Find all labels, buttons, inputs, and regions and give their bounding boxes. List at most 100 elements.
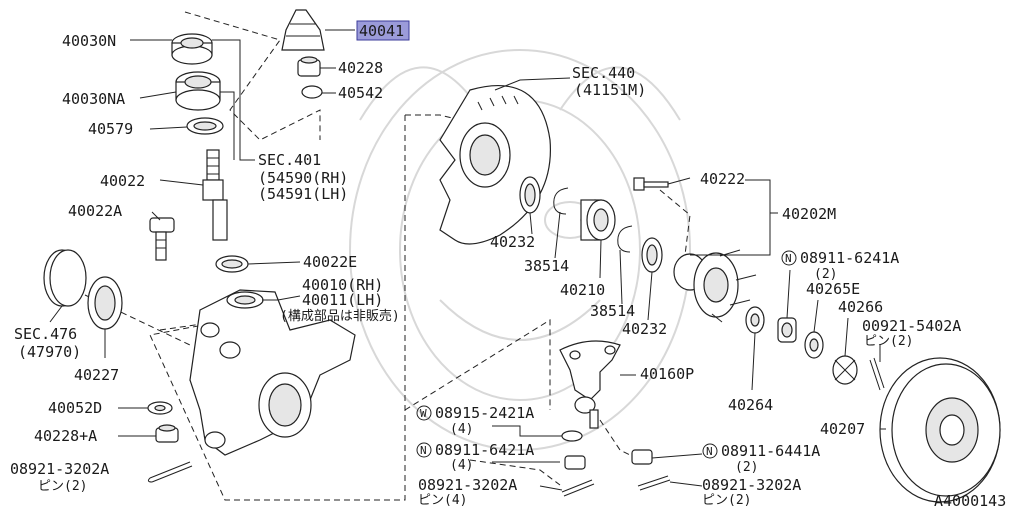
nut-40228 — [297, 56, 321, 77]
label-40030N: 40030N — [62, 32, 116, 50]
label-pin2-left: ピン(2) — [38, 479, 87, 494]
washer-40264 — [745, 306, 765, 334]
label-40579: 40579 — [88, 120, 133, 138]
pin-08921-left — [147, 461, 193, 483]
label-pin2-bottom-right: ピン(2) — [702, 493, 751, 508]
shaft-40022 — [202, 149, 228, 241]
rotor-40207 — [879, 357, 1001, 503]
label-40266: 40266 — [838, 298, 883, 316]
label-sec401-rh: (54590(RH) — [258, 169, 348, 187]
circle-n-6441A — [702, 443, 718, 459]
highlight-box-40041 — [356, 20, 410, 41]
washer-08915 — [561, 430, 583, 442]
nut-08911-6421A — [564, 455, 586, 470]
nut-08911-6441A — [631, 449, 653, 465]
leader-lines — [49, 29, 886, 491]
label-40202M: 40202M — [782, 205, 836, 223]
label-40264: 40264 — [728, 396, 773, 414]
circle-n-6441A-letter: N — [706, 445, 713, 458]
circle-n-6241A — [781, 250, 797, 266]
label-40022A: 40022A — [68, 202, 122, 220]
label-40160P: 40160P — [640, 365, 694, 383]
bearing-40210 — [580, 199, 616, 241]
label-40222: 40222 — [700, 170, 745, 188]
bearing-40030N — [171, 33, 213, 65]
label-08911-6441A-qty: (2) — [735, 460, 758, 475]
assembly-outlines — [84, 11, 691, 501]
circle-n-6241A-letter: N — [785, 252, 792, 265]
label-sec401: SEC.401 — [258, 151, 321, 169]
hub-40202M — [673, 249, 757, 323]
label-40041: 40041 — [359, 22, 404, 40]
boot-40041 — [281, 9, 325, 51]
label-pin2-right: ピン(2) — [864, 334, 913, 349]
label-sec401-lh: (54591(LH) — [258, 185, 348, 203]
nut-40228A — [155, 424, 179, 443]
cap-40266 — [832, 355, 858, 385]
label-08915-2421A: 08915-2421A — [435, 404, 534, 422]
label-40228: 40228 — [338, 59, 383, 77]
bearing-40030NA — [175, 71, 221, 111]
label-38514-b: 38514 — [590, 302, 635, 320]
label-40228A: 40228+A — [34, 427, 97, 445]
shield-sec440 — [439, 85, 552, 245]
label-sec440-sub: (41151M) — [574, 81, 646, 99]
label-40030NA: 40030NA — [62, 90, 125, 108]
washer-40052D — [147, 401, 173, 415]
label-sec476: SEC.476 — [14, 325, 77, 343]
nut-08911-6241A — [777, 317, 797, 343]
label-38514-a: 38514 — [524, 257, 569, 275]
label-not-sold: (構成部品は非販売) — [280, 308, 400, 324]
circle-w-2421A — [416, 405, 432, 421]
pin-08921-mid — [561, 479, 595, 497]
label-40022: 40022 — [100, 172, 145, 190]
label-40022E: 40022E — [303, 253, 357, 271]
label-08911-6241A: 08911-6241A — [800, 249, 899, 267]
bearing-sec476 — [43, 249, 87, 307]
label-40265E: 40265E — [806, 280, 860, 298]
figure-code: A4000143 — [934, 492, 1006, 510]
knuckle-40010 — [189, 289, 356, 456]
label-08911-6421A: 08911-6421A — [435, 441, 534, 459]
seal-40579 — [186, 117, 224, 135]
snap-ring-38514-a — [553, 187, 569, 215]
label-40232-b: 40232 — [622, 320, 667, 338]
seal-40232-a — [519, 176, 541, 214]
bolt-40222 — [633, 177, 669, 191]
washer-40265E — [804, 331, 824, 359]
label-08911-6441A: 08911-6441A — [721, 442, 820, 460]
circle-n-6421A-letter: N — [420, 444, 427, 457]
label-pin4-mid: ピン(4) — [418, 493, 467, 508]
label-08921-3202A-right: 08921-3202A — [702, 476, 801, 494]
bolt-40022A — [149, 217, 175, 261]
label-40011: 40011(LH) — [302, 291, 383, 309]
label-40210: 40210 — [560, 281, 605, 299]
label-00921-5402A: 00921-5402A — [862, 317, 961, 335]
label-08915-2421A-qty: (4) — [450, 422, 473, 437]
label-40227: 40227 — [74, 366, 119, 384]
circle-w-letter: W — [420, 407, 427, 420]
seal-40232-b — [641, 237, 663, 273]
labels: 40030N 40030NA 40579 40022 40022A SEC.47… — [10, 20, 1006, 510]
label-40542: 40542 — [338, 84, 383, 102]
snap-ring-38514-b — [617, 225, 633, 253]
label-sec440: SEC.440 — [572, 64, 635, 82]
label-40207: 40207 — [820, 420, 865, 438]
washer-40542 — [301, 85, 323, 99]
circle-n-6421A — [416, 442, 432, 458]
label-sec476-sub: (47970) — [18, 343, 81, 361]
label-08921-3202A-left: 08921-3202A — [10, 460, 109, 478]
label-40052D: 40052D — [48, 399, 102, 417]
pin-08921-right — [637, 475, 671, 491]
ball-joint-40160P — [559, 340, 621, 429]
seal-40227 — [87, 276, 123, 330]
label-08921-3202A-mid: 08921-3202A — [418, 476, 517, 494]
label-40232-a: 40232 — [490, 233, 535, 251]
label-40010: 40010(RH) — [302, 276, 383, 294]
ring-40022E — [215, 255, 249, 273]
label-08911-6241A-qty: (2) — [814, 267, 837, 282]
pin-00921 — [869, 357, 885, 391]
label-08911-6421A-qty: (4) — [450, 458, 473, 473]
